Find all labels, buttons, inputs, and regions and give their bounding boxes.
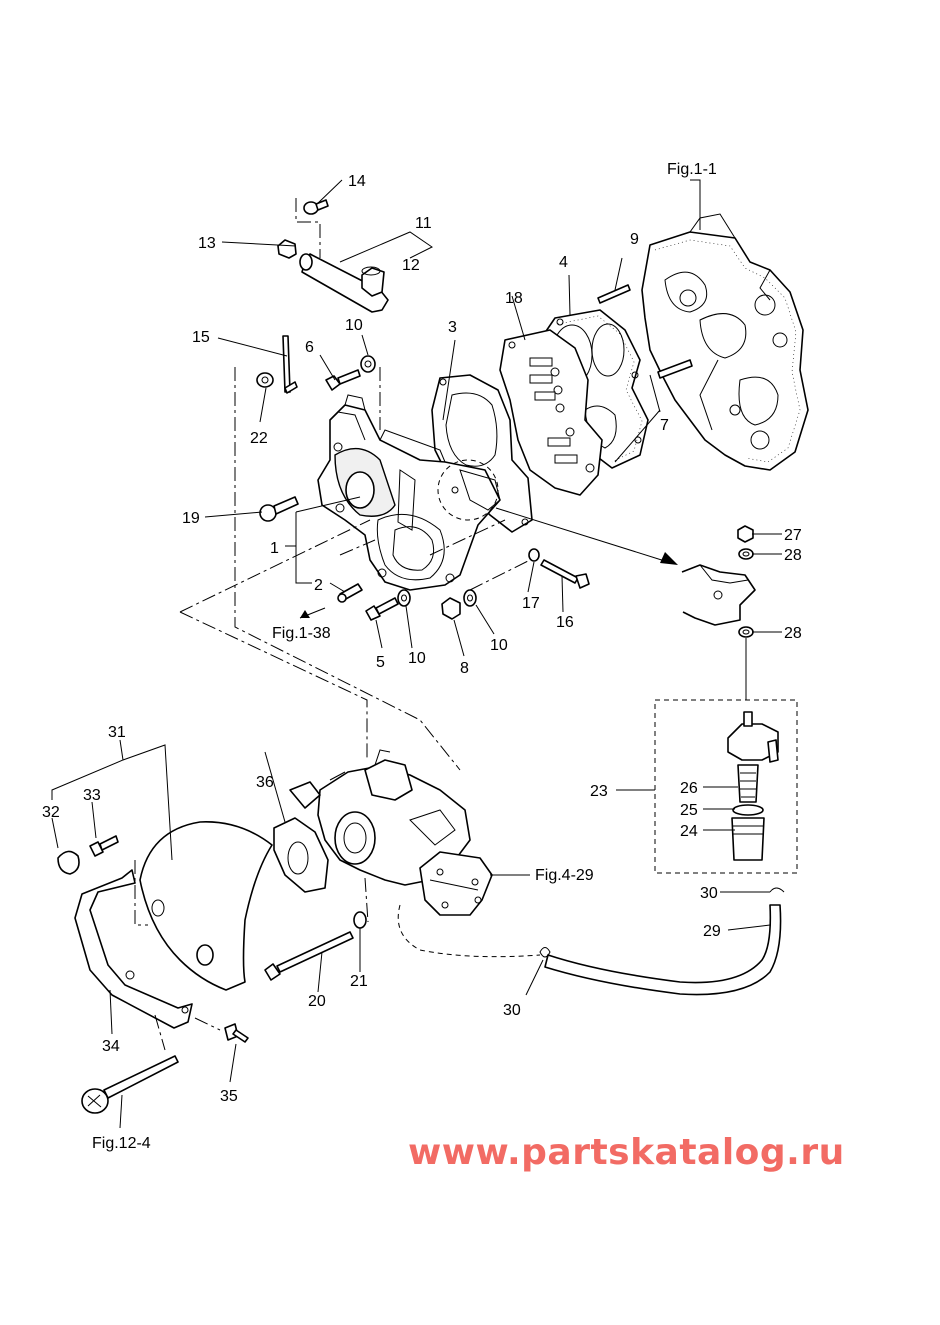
bolt-19-drawing [259, 496, 299, 522]
callout-21: 21 [350, 973, 368, 990]
gasket-3-drawing [431, 374, 533, 533]
callout-12: 12 [402, 257, 420, 274]
callout-25: 25 [680, 802, 698, 819]
callout-17: 17 [522, 595, 540, 612]
callout-18: 18 [505, 290, 523, 307]
watermark-text: www.partskatalog.ru [408, 1132, 845, 1173]
rod-15-drawing [282, 335, 298, 394]
fuel-filter-group-box [654, 699, 798, 874]
fuel-hose-drawing [397, 904, 782, 996]
callout-9: 9 [630, 231, 639, 248]
ref-fig-1-1[interactable]: Fig.1-1 [667, 161, 717, 178]
callout-28-bottom: 28 [784, 625, 802, 642]
callout-7: 7 [660, 417, 669, 434]
callout-10-lower: 10 [408, 650, 426, 667]
callout-16: 16 [556, 614, 574, 631]
plate-18-drawing [499, 329, 603, 496]
callout-36: 36 [256, 774, 274, 791]
callout-2: 2 [314, 577, 323, 594]
carburetor-drawing [289, 749, 493, 916]
callout-15: 15 [192, 329, 210, 346]
bolt-16-drawing [540, 559, 590, 589]
fitting-2-drawing [337, 583, 363, 603]
callout-30-left: 30 [503, 1002, 521, 1019]
callout-23: 23 [590, 783, 608, 800]
stud-9-drawing [597, 284, 631, 304]
callout-22: 22 [250, 430, 268, 447]
callout-20: 20 [308, 993, 326, 1010]
tube-11-drawing [299, 253, 389, 313]
callout-11: 11 [415, 215, 432, 232]
callout-14: 14 [348, 173, 366, 190]
callout-6: 6 [305, 339, 314, 356]
bracket-34-drawing [74, 869, 193, 1029]
callout-10-top: 10 [345, 317, 363, 334]
bolt-6-drawing [325, 369, 361, 391]
grommet-22-drawing [256, 372, 274, 388]
callout-34: 34 [102, 1038, 120, 1055]
callout-35: 35 [220, 1088, 238, 1105]
cap-13-drawing [277, 239, 297, 259]
bolt-5-drawing [365, 597, 399, 621]
bolt-20-drawing [264, 931, 354, 981]
callout-24: 24 [680, 823, 698, 840]
screw-14-drawing [303, 199, 329, 215]
silencer-cover-drawing [139, 821, 273, 991]
callout-10-right: 10 [490, 637, 508, 654]
callout-5: 5 [376, 654, 385, 671]
grommet-35-drawing [224, 1023, 249, 1043]
callout-26: 26 [680, 780, 698, 797]
callout-32: 32 [42, 804, 60, 821]
callout-19: 19 [182, 510, 200, 527]
callout-27: 27 [784, 527, 802, 544]
callout-4: 4 [559, 254, 568, 271]
fuel-filter-drawing [727, 711, 779, 861]
callout-31: 31 [108, 724, 126, 741]
callout-33: 33 [83, 787, 101, 804]
callout-3: 3 [448, 319, 457, 336]
callout-1: 1 [270, 540, 279, 557]
stud-7-drawing [657, 359, 693, 379]
callout-29: 29 [703, 923, 721, 940]
callout-28-top: 28 [784, 547, 802, 564]
gasket-36-drawing [273, 817, 329, 893]
choke-knob-drawing [81, 1055, 179, 1114]
callout-8: 8 [460, 660, 469, 677]
engine-block-drawing [641, 213, 809, 471]
callout-13: 13 [198, 235, 216, 252]
callout-30-right: 30 [700, 885, 718, 902]
ref-fig-12-4[interactable]: Fig.12-4 [92, 1135, 151, 1152]
ref-fig-4-29[interactable]: Fig.4-29 [535, 867, 594, 884]
ref-fig-1-38[interactable]: Fig.1-38 [272, 625, 331, 642]
